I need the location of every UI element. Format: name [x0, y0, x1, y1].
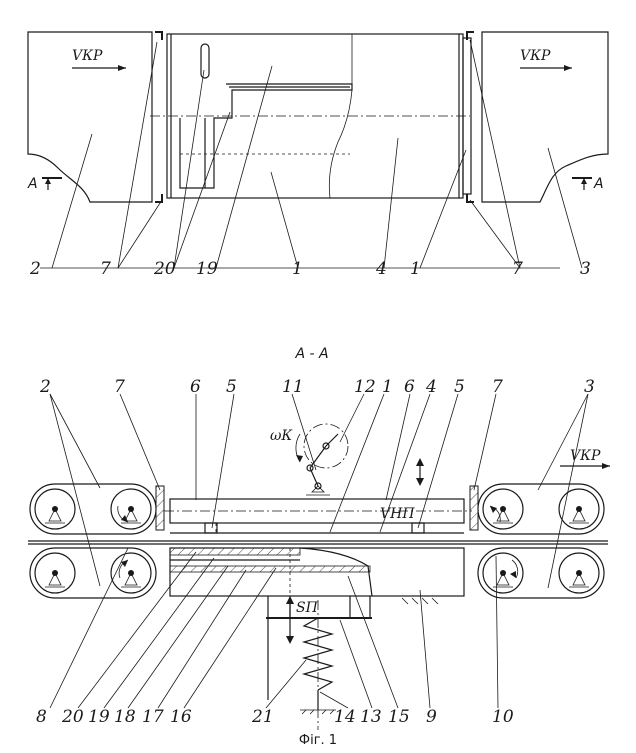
- lower-layer: [169, 565, 371, 573]
- sec-label-12: 12: [354, 377, 376, 397]
- sec-label-19: 19: [88, 707, 110, 727]
- top-label-20: 20: [153, 259, 176, 279]
- top-label-4: 4: [375, 259, 387, 279]
- section-velocity-label: VКР: [570, 448, 601, 464]
- sec-label-7a: 7: [114, 377, 125, 397]
- top-view: [27, 31, 609, 269]
- section-top-leaders: [49, 393, 589, 589]
- left-top-bracket: [155, 31, 163, 40]
- sec-label-18: 18: [114, 707, 136, 727]
- sec-label-4: 4: [425, 377, 437, 397]
- sec-label-5b: 5: [454, 377, 465, 397]
- sec-label-17: 17: [142, 707, 164, 727]
- top-label-1a: 1: [292, 259, 303, 279]
- top-label-1b: 1: [410, 259, 421, 279]
- top-label-7b: 7: [512, 259, 523, 279]
- top-label-7a: 7: [100, 259, 111, 279]
- press-velocity-label: VНП: [380, 506, 415, 522]
- sec-label-1: 1: [382, 377, 393, 397]
- right-velocity-arrowhead: [564, 65, 572, 71]
- top-left-velocity: VКР: [72, 48, 103, 64]
- right-conveyor-rollers: [477, 483, 605, 599]
- right-wall: [469, 485, 479, 531]
- sec-label-9: 9: [426, 707, 437, 727]
- left-conveyor-outline: [27, 31, 153, 203]
- section-title: A - A: [294, 346, 328, 362]
- top-label-19: 19: [196, 259, 218, 279]
- ground-hatch: [401, 597, 439, 605]
- sec-label-14: 14: [334, 707, 356, 727]
- left-wall: [155, 485, 165, 531]
- figure-caption: Фіг. 1: [299, 733, 337, 748]
- top-label-3: 3: [580, 259, 591, 279]
- sec-label-6b: 6: [404, 377, 415, 397]
- left-lower-belt: [29, 547, 157, 599]
- break-line: [328, 89, 353, 199]
- sec-label-2: 2: [39, 377, 51, 397]
- section-mark-right: A: [593, 176, 604, 192]
- right-top-bracket: [466, 31, 474, 40]
- angular-velocity-label: ωК: [270, 428, 293, 444]
- right-lower-belt: [477, 547, 605, 599]
- sec-label-20: 20: [61, 707, 84, 727]
- top-leaders: [40, 39, 583, 269]
- die-curve: [299, 547, 373, 597]
- press-stroke-label: SП: [296, 600, 319, 616]
- right-conveyor-outline: [481, 31, 609, 203]
- slot: [200, 43, 210, 79]
- crank-mechanism: [295, 423, 349, 496]
- die-contour: [179, 83, 353, 189]
- section-mark-left: A: [27, 176, 38, 192]
- sec-label-21: 21: [251, 707, 274, 727]
- left-conveyor-rollers: [29, 483, 157, 599]
- sec-label-10: 10: [492, 707, 514, 727]
- top-right-velocity: VКР: [520, 48, 551, 64]
- section-view: [28, 393, 610, 730]
- section-bottom-leaders: [49, 547, 499, 709]
- left-support: [204, 522, 218, 534]
- section-mark-right-arrow: [581, 178, 587, 184]
- sec-label-5a: 5: [226, 377, 237, 397]
- upper-layer: [169, 547, 301, 556]
- support-column: [267, 596, 371, 700]
- sec-label-15: 15: [388, 707, 410, 727]
- sec-label-11: 11: [282, 377, 304, 397]
- sec-label-7b: 7: [492, 377, 503, 397]
- sec-label-3: 3: [584, 377, 595, 397]
- right-upper-belt: [477, 483, 605, 535]
- sec-label-6a: 6: [190, 377, 201, 397]
- left-bottom-bracket: [155, 194, 163, 203]
- left-velocity-arrowhead: [118, 65, 126, 71]
- sec-label-13: 13: [360, 707, 382, 727]
- sec-label-8: 8: [36, 707, 47, 727]
- top-label-2: 2: [29, 259, 41, 279]
- left-upper-belt: [29, 483, 157, 535]
- section-mark-left-arrow: [45, 178, 51, 184]
- sec-label-16: 16: [170, 707, 192, 727]
